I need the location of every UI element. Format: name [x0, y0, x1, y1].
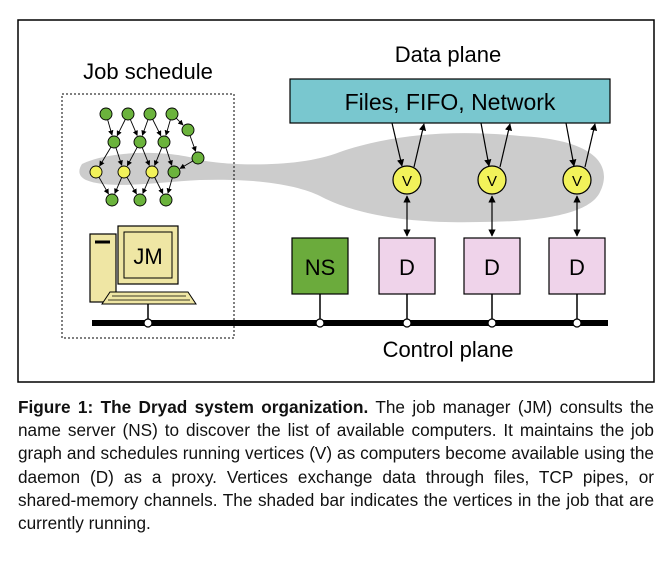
job-graph-edge [141, 147, 151, 167]
figure-caption: Figure 1: The Dryad system organization.… [18, 396, 654, 535]
daemon-label: D [569, 255, 585, 280]
ns-label: NS [305, 255, 336, 280]
job-vertex [133, 193, 147, 207]
vertex-label: V [402, 173, 412, 190]
job-graph-edge [142, 177, 151, 195]
job-graph-edge [164, 119, 171, 136]
running-job-vertex [89, 165, 103, 179]
job-graph-edge [152, 119, 162, 137]
data-plane-label: Data plane [395, 42, 501, 67]
job-vertex [159, 193, 173, 207]
job-vertex [133, 135, 147, 149]
job-graph-edge [166, 177, 173, 194]
job-graph-edge [179, 160, 194, 169]
files-fifo-network-label: Files, FIFO, Network [345, 89, 556, 115]
caption-title: Figure 1: The Dryad system organization. [18, 397, 369, 417]
daemon-1: D [378, 237, 436, 328]
job-schedule-box [61, 93, 235, 339]
jm-label: JM [133, 244, 162, 269]
job-vertex [99, 107, 113, 121]
job-graph [89, 107, 205, 207]
job-graph-edge [115, 147, 123, 166]
daemon-3: D [548, 237, 606, 328]
vertex-label: V [572, 173, 582, 190]
job-vertex [143, 107, 157, 121]
running-job-vertex [145, 165, 159, 179]
job-graph-edge [126, 176, 137, 195]
computer-tower [89, 233, 117, 303]
shaded-running-bar [79, 133, 604, 223]
job-vertex [167, 165, 181, 179]
job-vertex [157, 135, 171, 149]
daemon-2: D [463, 237, 521, 328]
job-graph-edge [107, 119, 114, 136]
job-graph-edge [129, 119, 138, 137]
job-graph-edge [141, 119, 149, 136]
caption-body: The job manager (JM) consults the name s… [18, 397, 654, 534]
job-schedule-label: Job schedule [83, 59, 213, 84]
job-graph-edge [153, 147, 163, 167]
control-plane-label: Control plane [383, 337, 514, 362]
job-graph-edge [126, 147, 138, 167]
job-vertex [181, 123, 195, 137]
daemon-label: D [484, 255, 500, 280]
job-graph-edge [99, 146, 112, 167]
job-graph-edge [98, 176, 109, 195]
vertex-label: V [487, 173, 497, 190]
daemon-label: D [399, 255, 415, 280]
job-graph-edge [165, 147, 173, 166]
dryad-system-diagram: Job schedule Data plane Files, FIFO, Net… [17, 19, 655, 383]
files-fifo-network-box [289, 78, 611, 124]
vertex-1: V [391, 122, 427, 237]
computer-keyboard [101, 291, 197, 305]
job-graph-edge [114, 177, 123, 195]
job-graph-edge [154, 177, 164, 195]
job-graph-edge [116, 119, 126, 137]
job-graph-edge [189, 135, 197, 152]
job-graph-edge [175, 117, 184, 126]
job-manager-computer: JM [89, 225, 197, 328]
job-vertex [105, 193, 119, 207]
job-vertex [121, 107, 135, 121]
running-job-vertex [117, 165, 131, 179]
job-vertex [165, 107, 179, 121]
job-vertex [191, 151, 205, 165]
name-server: NS [291, 237, 349, 328]
vertex-2: V [477, 122, 513, 237]
job-vertex [107, 135, 121, 149]
vertex-3: V [562, 122, 598, 237]
